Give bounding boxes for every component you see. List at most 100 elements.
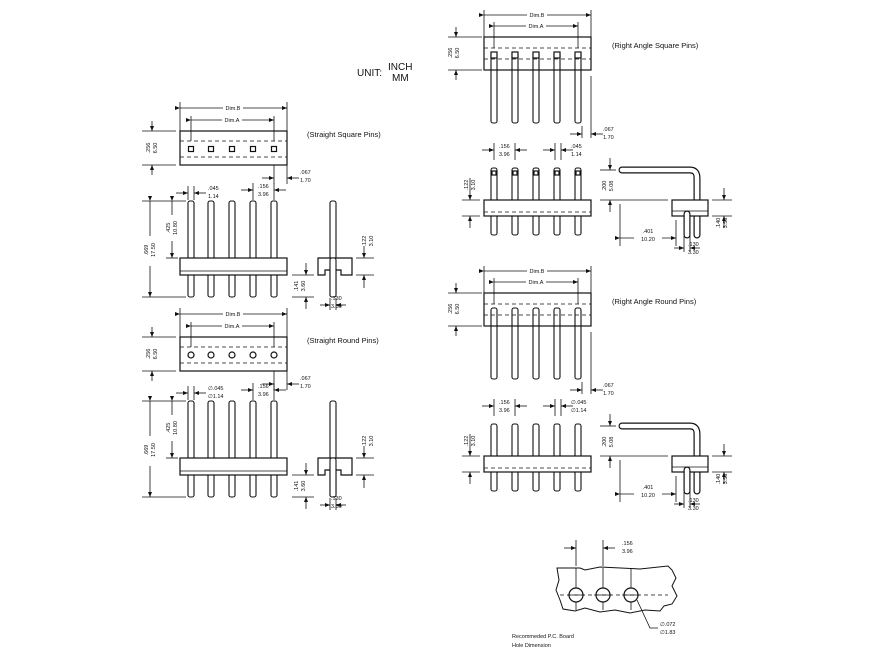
- view-title: (Right Angle Round Pins): [612, 297, 697, 306]
- offset-067-mm: 1.70: [603, 135, 614, 141]
- length-401-inch: .401: [643, 485, 654, 491]
- pin: [228, 200, 236, 298]
- pin-width-inch: .045: [571, 144, 582, 150]
- pin: [207, 400, 215, 498]
- label-bg: [223, 310, 243, 317]
- pin-hole-square: [249, 145, 257, 153]
- pcb-caption-line1: Recommeded P.C. Board: [512, 634, 574, 640]
- height-122-inch: .122: [464, 180, 470, 191]
- pin: [532, 307, 540, 380]
- label-bg: [527, 11, 547, 18]
- height-122-mm: 3.10: [369, 236, 375, 247]
- height-256-mm: 6.50: [153, 349, 159, 360]
- dim-a-label: Dim.A: [225, 324, 240, 330]
- hole-diameter-mm: ∅1.83: [660, 629, 676, 636]
- height-200-mm: 5.08: [609, 181, 615, 192]
- pin: [187, 400, 195, 498]
- pcb-pitch-mm: 3.96: [622, 549, 633, 555]
- view-title: (Right Angle Square Pins): [612, 41, 699, 50]
- width-130-inch: .130: [688, 242, 699, 248]
- pin: [553, 307, 561, 380]
- width-130-inch: .130: [331, 496, 342, 502]
- pin: [270, 400, 278, 498]
- front-view-housing: [179, 257, 288, 276]
- pitch-inch: .156: [258, 184, 269, 190]
- side-pin: [329, 457, 337, 498]
- width-130-inch: .130: [688, 498, 699, 504]
- pitch-mm: 3.96: [258, 392, 269, 398]
- pin: [490, 307, 498, 380]
- length-669-mm: 17.50: [151, 243, 157, 257]
- pin-end-square: [490, 51, 498, 59]
- height-122-mm: 3.10: [471, 436, 477, 447]
- dim-b-label: Dim.B: [530, 269, 545, 275]
- pcb-caption-line2: Hole Dimension: [512, 643, 551, 649]
- length-669-mm: 17.50: [151, 443, 157, 457]
- width-130-mm: 3.30: [688, 506, 699, 512]
- pin-end-square: [575, 170, 581, 176]
- pitch-mm: 3.96: [499, 408, 510, 414]
- height-122-mm: 3.10: [369, 436, 375, 447]
- dim-a-label: Dim.A: [529, 280, 544, 286]
- unit-text: UNIT:: [357, 68, 382, 79]
- pin-width-mm: ∅1.14: [208, 393, 224, 400]
- length-425-mm: 10.80: [173, 221, 179, 235]
- height-140-mm: 3.55: [723, 474, 729, 485]
- pin: [511, 307, 519, 380]
- pin: [574, 307, 582, 380]
- dim-b-label: Dim.B: [530, 13, 545, 19]
- length-425-mm: 10.80: [173, 421, 179, 435]
- height-256-mm: 6.50: [455, 304, 461, 315]
- height-256-inch: .256: [146, 349, 152, 360]
- offset-067-mm: 1.70: [300, 384, 311, 390]
- pin: [532, 51, 540, 124]
- pin-width-mm: 1.14: [208, 194, 219, 200]
- pitch-mm: 3.96: [258, 192, 269, 198]
- length-401-inch: .401: [643, 229, 654, 235]
- pin: [270, 200, 278, 298]
- pin-end-square: [532, 51, 540, 59]
- pitch-mm: 3.96: [499, 152, 510, 158]
- height-122-inch: .122: [464, 436, 470, 447]
- hole-diameter-inch: ∅.072: [660, 621, 676, 628]
- pin-hole-round: [228, 351, 236, 359]
- pin-width-mm: ∅1.14: [571, 407, 587, 414]
- height-256-mm: 6.50: [455, 48, 461, 59]
- height-200-inch: .200: [602, 181, 608, 192]
- unit-mm: MM: [392, 73, 409, 84]
- pin-end-square: [553, 51, 561, 59]
- offset-067-inch: .067: [300, 170, 311, 176]
- bent-pin-fill: [619, 423, 700, 494]
- pin: [249, 200, 257, 298]
- pin-width-inch: ∅.045: [571, 399, 587, 406]
- bent-pin-fill: [619, 167, 700, 238]
- length-669-inch: .669: [144, 245, 150, 256]
- height-140-inch: .140: [716, 218, 722, 229]
- view-title: (Straight Square Pins): [307, 130, 381, 139]
- label-bg: [526, 278, 546, 285]
- height-256-mm: 6.50: [153, 143, 159, 154]
- height-141-inch: .141: [294, 281, 300, 292]
- side-pin: [329, 257, 337, 298]
- height-122-inch: .122: [362, 436, 368, 447]
- pitch-inch: .156: [499, 400, 510, 406]
- pin-width-inch: ∅.045: [208, 385, 224, 392]
- unit-inch: INCH: [388, 62, 412, 73]
- height-140-inch: .140: [716, 474, 722, 485]
- height-141-inch: .141: [294, 481, 300, 492]
- top-view-housing: [483, 36, 592, 71]
- pin: [490, 51, 498, 124]
- label-bg: [166, 415, 178, 441]
- label-bg: [634, 483, 662, 499]
